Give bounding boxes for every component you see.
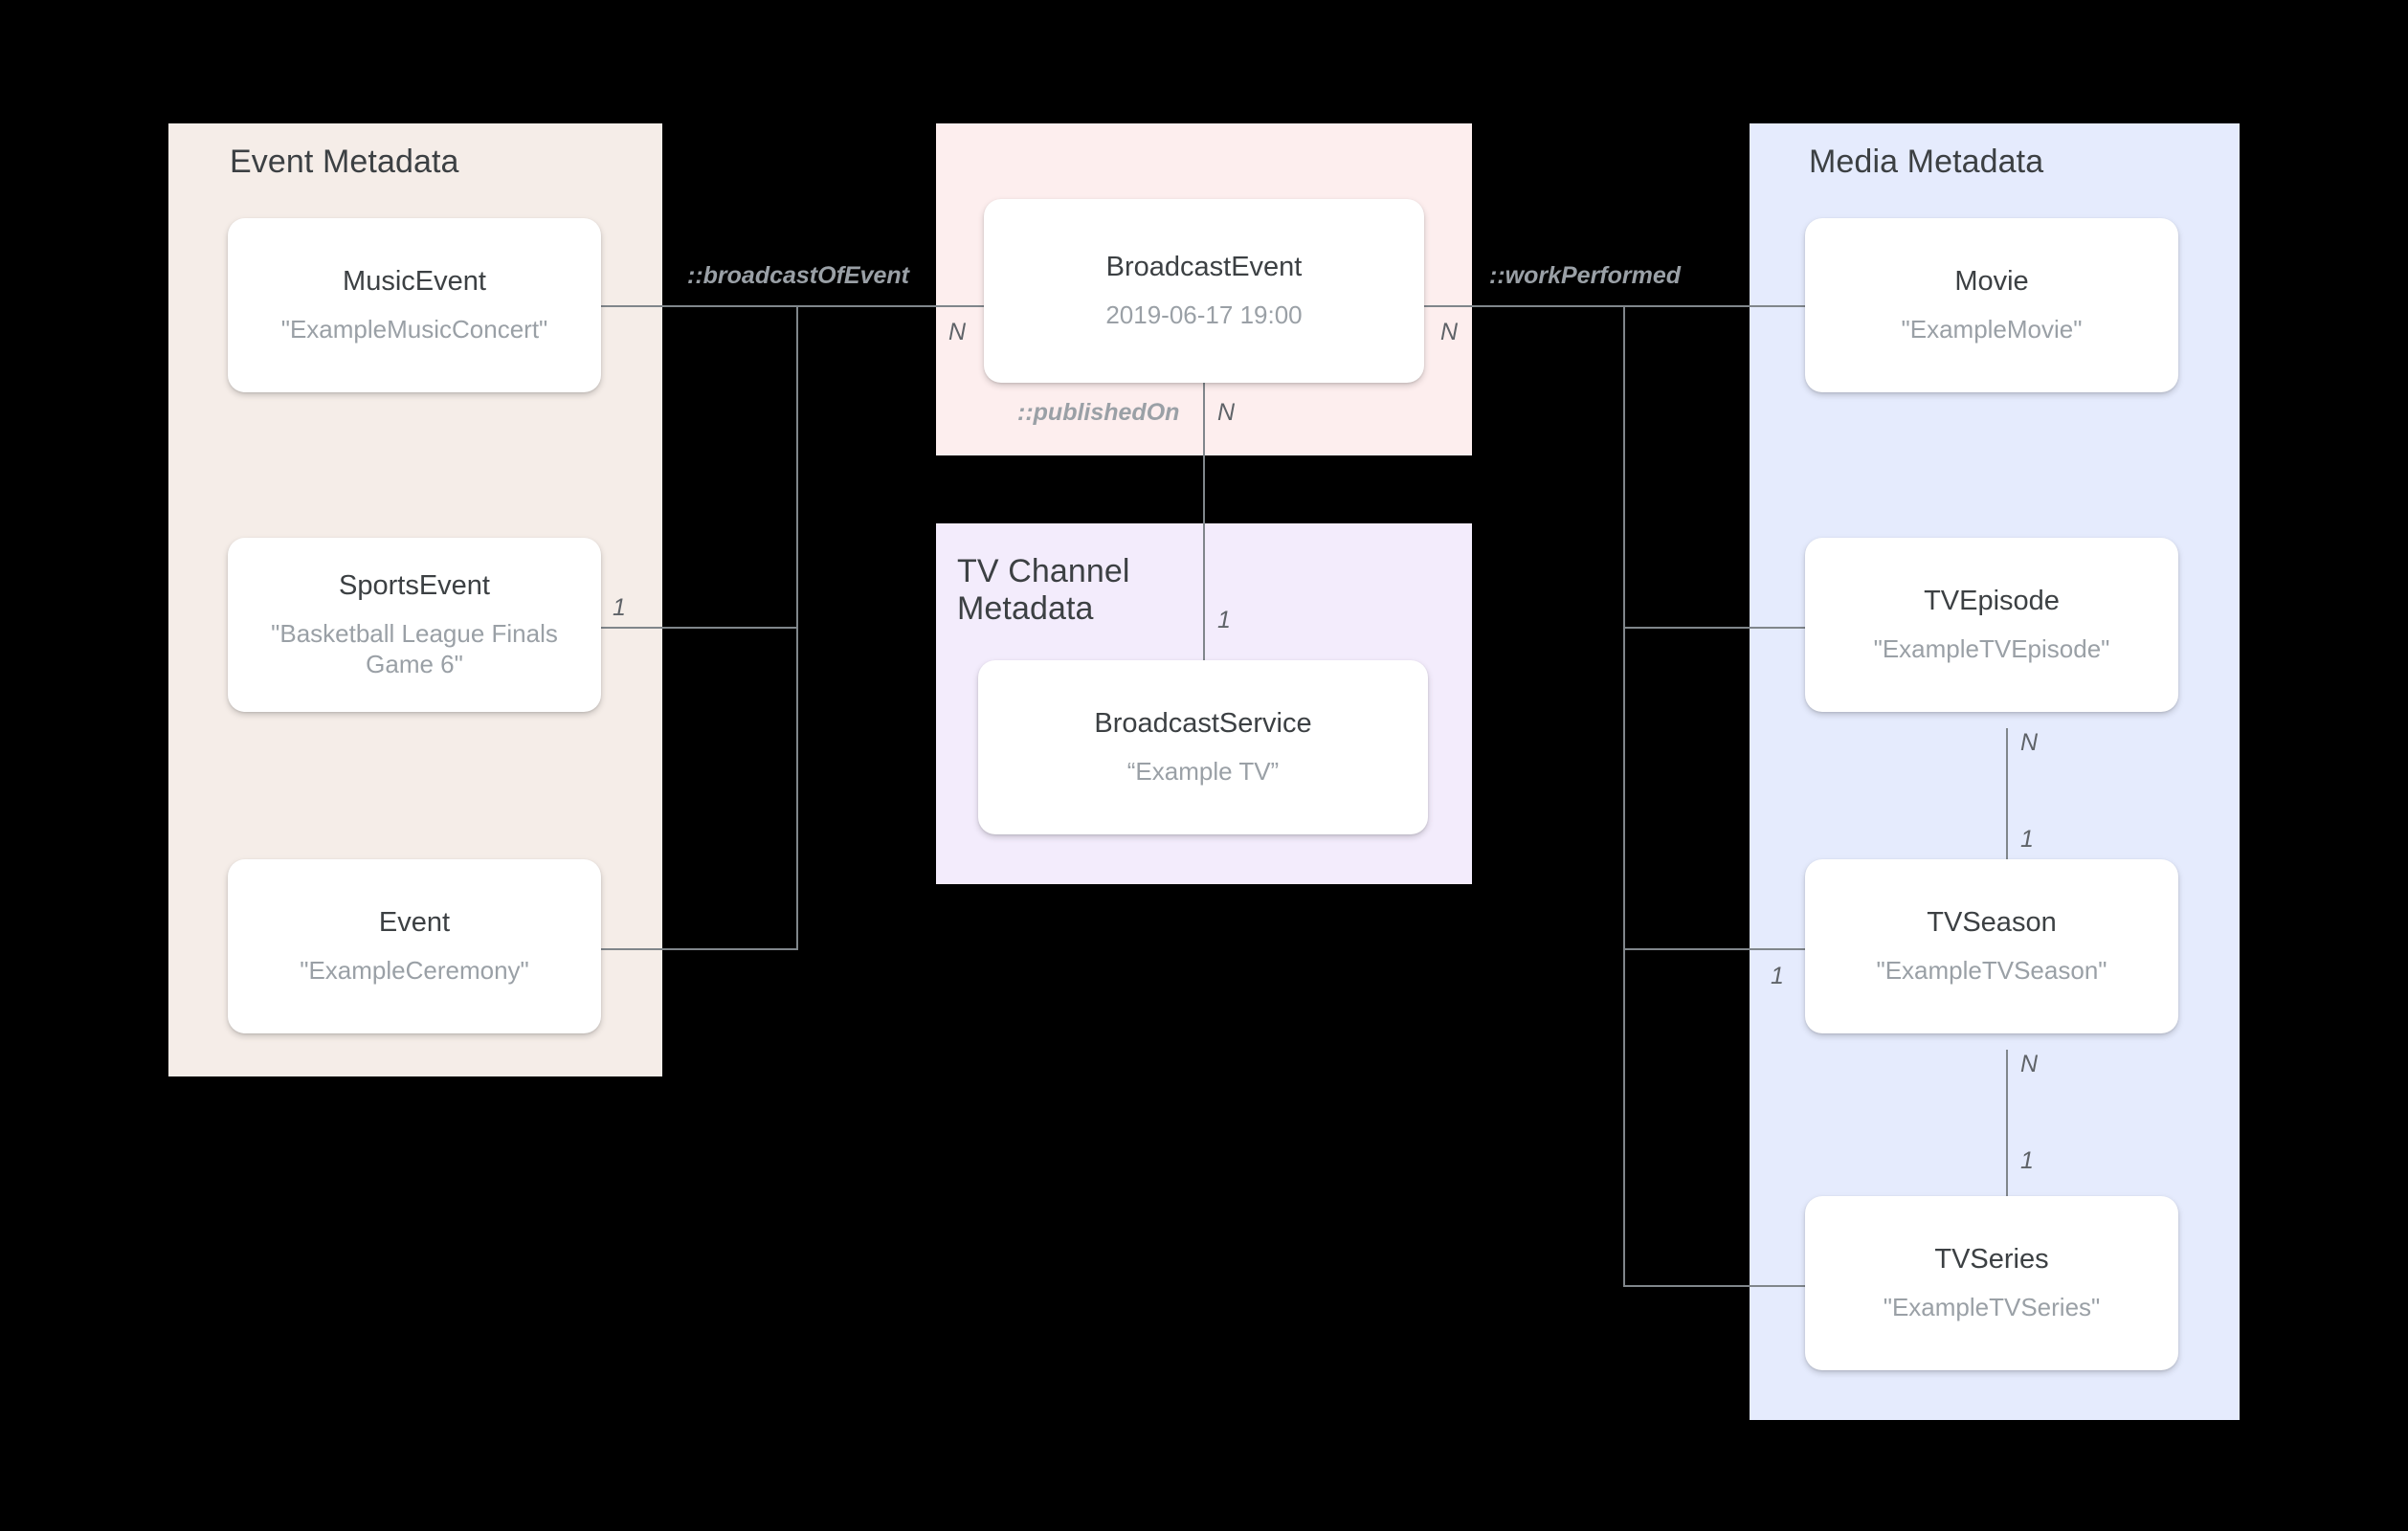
panel-title-event-metadata: Event Metadata [230, 144, 459, 180]
card-value-label: "ExampleMusicConcert" [280, 315, 548, 344]
card-value-label: "ExampleTVSeason" [1876, 956, 2107, 986]
card-value-label: "ExampleCeremony" [300, 956, 529, 986]
card-tvepisode[interactable]: TVEpisode "ExampleTVEpisode" [1805, 538, 2178, 712]
card-value-label: "ExampleTVSeries" [1883, 1293, 2101, 1322]
edge-broadcastevent-left-stub [936, 305, 984, 307]
card-musicevent[interactable]: MusicEvent "ExampleMusicConcert" [228, 218, 601, 392]
panel-title-tvchannel-metadata: TV Channel Metadata [957, 553, 1130, 628]
card-value-label: "ExampleTVEpisode" [1873, 634, 2110, 664]
cardinality-tvseason-1-top: 1 [2020, 826, 2034, 853]
card-broadcastservice[interactable]: BroadcastService “Example TV” [978, 660, 1428, 834]
panel-title-media-metadata: Media Metadata [1809, 144, 2044, 180]
cardinality-tvseason-1-left: 1 [1771, 963, 1784, 989]
cardinality-tvepisode-n: N [2020, 729, 2039, 756]
card-value-label: "ExampleMovie" [1901, 315, 2083, 344]
relationship-label-workperformed: ::workPerformed [1489, 262, 1682, 289]
cardinality-broadcast-bottom-n: N [1217, 399, 1236, 426]
edge-tvepisode-tvseason [2006, 728, 2008, 900]
edge-bus-to-movie [1623, 305, 1805, 307]
card-value-label: “Example TV” [1126, 757, 1280, 787]
card-movie[interactable]: Movie "ExampleMovie" [1805, 218, 2178, 392]
cardinality-broadcastservice-1: 1 [1217, 607, 1231, 633]
card-type-label: TVEpisode [1924, 586, 2060, 617]
card-type-label: BroadcastService [1094, 708, 1312, 740]
card-event[interactable]: Event "ExampleCeremony" [228, 859, 601, 1033]
edge-musicevent-horizontal [598, 305, 798, 307]
card-type-label: Movie [1954, 266, 2029, 298]
edge-event-horizontal [598, 948, 798, 950]
edge-broadcastevent-right [1424, 305, 1623, 307]
card-value-label: 2019-06-17 19:00 [1105, 300, 1303, 330]
card-tvseries[interactable]: TVSeries "ExampleTVSeries" [1805, 1196, 2178, 1370]
edge-bus-to-tvseries [1623, 1285, 1805, 1287]
edge-tvseason-tvseries [2006, 1050, 2008, 1222]
card-type-label: TVSeries [1934, 1244, 2049, 1276]
relationship-label-publishedon: ::publishedOn [1017, 399, 1180, 426]
cardinality-tvseries-1: 1 [2020, 1147, 2034, 1174]
edge-bus-to-tvepisode [1623, 627, 1805, 629]
card-type-label: TVSeason [1927, 907, 2057, 939]
edge-media-bus-vertical [1623, 305, 1625, 1287]
relationship-label-broadcastofevent: ::broadcastOfEvent [687, 262, 909, 289]
cardinality-broadcast-right-n: N [1440, 319, 1459, 345]
card-sportsevent[interactable]: SportsEvent "Basketball League Finals Ga… [228, 538, 601, 712]
card-broadcastevent[interactable]: BroadcastEvent 2019-06-17 19:00 [984, 199, 1424, 383]
card-tvseason[interactable]: TVSeason "ExampleTVSeason" [1805, 859, 2178, 1033]
cardinality-sportsevent-1: 1 [613, 594, 626, 621]
edge-publishedon-vertical [1203, 383, 1205, 660]
card-type-label: Event [378, 907, 451, 939]
cardinality-broadcast-left-n: N [948, 319, 967, 345]
edge-sportsevent-horizontal [598, 627, 798, 629]
card-type-label: BroadcastEvent [1105, 252, 1303, 283]
edge-bus-to-broadcastevent [796, 305, 969, 307]
card-type-label: SportsEvent [339, 570, 490, 602]
card-type-label: MusicEvent [343, 266, 486, 298]
card-value-label: "Basketball League Finals Game 6" [271, 618, 558, 679]
cardinality-tvseason-n: N [2020, 1051, 2039, 1077]
edge-event-bus-vertical [796, 305, 798, 950]
edge-bus-to-tvseason [1623, 948, 1805, 950]
